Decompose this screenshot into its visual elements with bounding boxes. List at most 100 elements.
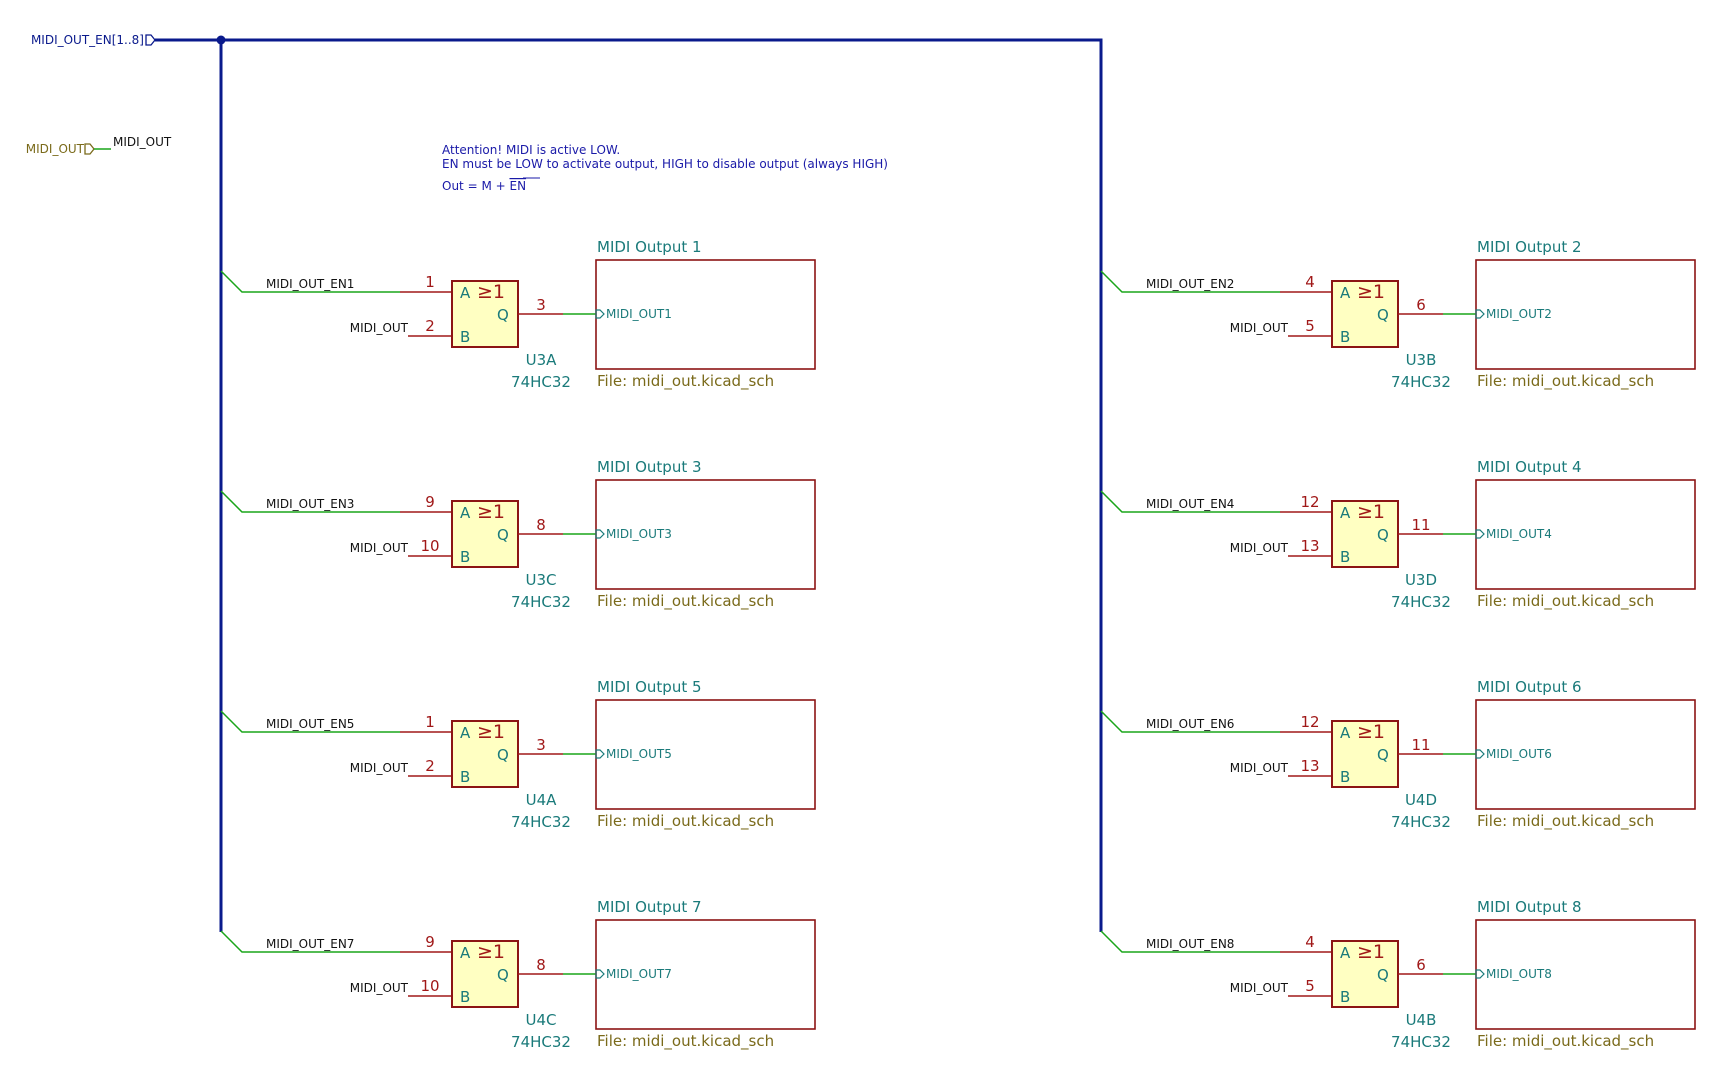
sheet-pin-label: MIDI_OUT8: [1486, 967, 1552, 981]
bus-hier-label: MIDI_OUT_EN[1..8]: [31, 33, 144, 47]
sheet-pin-icon: [1475, 529, 1485, 539]
gate-value: 74HC32: [1391, 1033, 1451, 1051]
en-wire[interactable]: [1100, 270, 1280, 293]
note-formula: Out = M + EN: [442, 179, 526, 193]
gate-output-q-label: Q: [1377, 306, 1389, 324]
gate-or-symbol: ≥1: [477, 501, 505, 523]
gate-value: 74HC32: [511, 593, 571, 611]
sheet-name: MIDI Output 5: [597, 678, 702, 696]
midi-out-net-label: MIDI_OUT: [113, 135, 172, 149]
gate-or-symbol: ≥1: [477, 281, 505, 303]
gate-or-symbol: ≥1: [477, 941, 505, 963]
en-wire[interactable]: [220, 270, 400, 293]
gate-input-a-label: A: [460, 944, 471, 962]
sheet-name: MIDI Output 3: [597, 458, 702, 476]
gate-input-b-label: B: [1340, 328, 1350, 346]
b-net-label: MIDI_OUT: [350, 981, 409, 995]
b-net-label: MIDI_OUT: [350, 321, 409, 335]
bus-group: MIDI_OUT_EN[1..8]: [31, 33, 1103, 932]
pin-a-number: 4: [1305, 933, 1315, 951]
en-net-label: MIDI_OUT_EN5: [266, 717, 354, 731]
sheet-name: MIDI Output 1: [597, 238, 702, 256]
gate-input-a-label: A: [1340, 284, 1351, 302]
bus-hier-label-icon: [145, 34, 156, 46]
note-line-2: EN must be LOW to activate output, HIGH …: [442, 157, 888, 171]
pin-b-number: 5: [1305, 317, 1315, 335]
gate-output-q-label: Q: [1377, 526, 1389, 544]
sheet-file: File: midi_out.kicad_sch: [1477, 812, 1654, 831]
midi-out-hier-group: MIDI_OUT MIDI_OUT: [26, 135, 172, 156]
sheet-pin-icon: [595, 529, 605, 539]
gate-or-symbol: ≥1: [1357, 501, 1385, 523]
gate-or-symbol: ≥1: [477, 721, 505, 743]
or-gate-body[interactable]: [1331, 940, 1399, 1008]
gate-reference: U4A: [526, 791, 558, 809]
pin-a-number: 1: [425, 273, 435, 291]
sheet-file: File: midi_out.kicad_sch: [597, 812, 774, 831]
b-net-label: MIDI_OUT: [350, 761, 409, 775]
sheet-file: File: midi_out.kicad_sch: [597, 1032, 774, 1051]
pin-q-number: 6: [1416, 956, 1426, 974]
gate-or-symbol: ≥1: [1357, 941, 1385, 963]
gate-value: 74HC32: [1391, 813, 1451, 831]
or-gate-body[interactable]: [451, 940, 519, 1008]
en-net-label: MIDI_OUT_EN7: [266, 937, 354, 951]
gate-input-b-label: B: [460, 988, 470, 1006]
sheet-pin-label: MIDI_OUT2: [1486, 307, 1552, 321]
gate-input-b-label: B: [460, 328, 470, 346]
gate-value: 74HC32: [511, 373, 571, 391]
gate-input-b-label: B: [1340, 768, 1350, 786]
gate-value: 74HC32: [511, 813, 571, 831]
pin-a-number: 12: [1300, 713, 1319, 731]
or-gate-body[interactable]: [451, 280, 519, 348]
gate-output-q-label: Q: [497, 746, 509, 764]
sheet-pin-label: MIDI_OUT7: [606, 967, 672, 981]
or-gate-body[interactable]: [451, 500, 519, 568]
gate-input-b-label: B: [1340, 988, 1350, 1006]
or-gate-body[interactable]: [1331, 280, 1399, 348]
en-wire[interactable]: [220, 710, 400, 733]
en-net-label: MIDI_OUT_EN2: [1146, 277, 1234, 291]
gate-reference: U4C: [526, 1011, 557, 1029]
sheet-pin-label: MIDI_OUT4: [1486, 527, 1552, 541]
note-formula-prefix: Out = M +: [442, 179, 509, 193]
gate-reference: U3D: [1405, 571, 1437, 589]
pin-q-number: 3: [536, 736, 546, 754]
pin-a-number: 9: [425, 933, 435, 951]
gate-value: 74HC32: [1391, 593, 1451, 611]
gate-input-b-label: B: [460, 548, 470, 566]
sheet-name: MIDI Output 7: [597, 898, 702, 916]
gate-or-symbol: ≥1: [1357, 721, 1385, 743]
sheet-name: MIDI Output 4: [1477, 458, 1582, 476]
sheet-pin-label: MIDI_OUT5: [606, 747, 672, 761]
sheet-pin-icon: [1475, 969, 1485, 979]
en-net-label: MIDI_OUT_EN8: [1146, 937, 1234, 951]
pin-q-number: 11: [1411, 736, 1430, 754]
sheet-file: File: midi_out.kicad_sch: [1477, 372, 1654, 391]
sheet-pin-label: MIDI_OUT1: [606, 307, 672, 321]
en-wire[interactable]: [1100, 930, 1280, 953]
pin-a-number: 9: [425, 493, 435, 511]
bus-junction: [216, 35, 226, 45]
en-wire[interactable]: [220, 490, 400, 513]
bus-main[interactable]: [155, 38, 1103, 932]
pin-b-number: 5: [1305, 977, 1315, 995]
sheet-file: File: midi_out.kicad_sch: [597, 592, 774, 611]
pin-a-number: 12: [1300, 493, 1319, 511]
gate-input-a-label: A: [460, 724, 471, 742]
en-wire[interactable]: [1100, 710, 1280, 733]
en-wire[interactable]: [1100, 490, 1280, 513]
sheet-pin-label: MIDI_OUT6: [1486, 747, 1552, 761]
en-net-label: MIDI_OUT_EN6: [1146, 717, 1234, 731]
sheet-file: File: midi_out.kicad_sch: [597, 372, 774, 391]
gate-input-b-label: B: [460, 768, 470, 786]
pin-a-number: 1: [425, 713, 435, 731]
sheet-name: MIDI Output 6: [1477, 678, 1582, 696]
en-wire[interactable]: [220, 930, 400, 953]
